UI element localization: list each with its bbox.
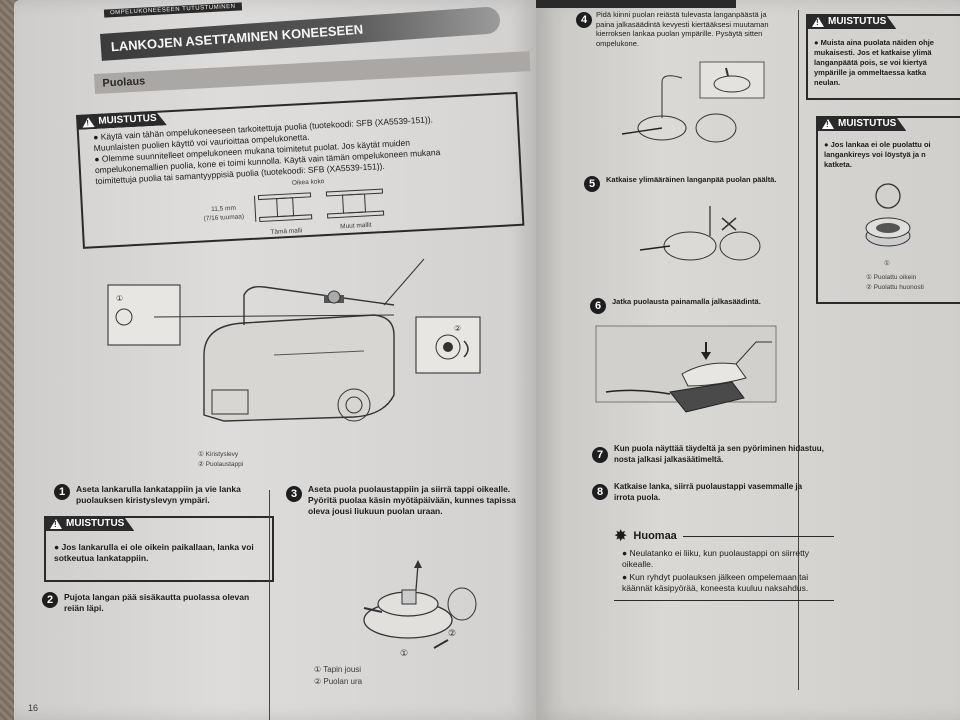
note-bullet: ● Kun ryhdyt puolauksen jälkeen ompelema… — [622, 572, 809, 593]
step-6-number: 6 — [590, 298, 606, 314]
warning-tag-label: MUISTUTUS — [66, 518, 125, 529]
side-warning-text: ● Jos lankaa ei ole puolattu oi langanki… — [824, 140, 931, 170]
warning-tag: MUISTUTUS — [44, 516, 135, 531]
bobbin-legend-2: ② Puolan ura — [314, 677, 363, 686]
side-legend-1: ① Puolattu oikein — [866, 274, 917, 281]
step-2-text: Pujota langan pää sisäkautta puolassa ol… — [64, 592, 250, 613]
right-page: 4 Pidä kiinni puolan reiästä tulevasta l… — [536, 0, 960, 720]
note-rule — [682, 535, 834, 537]
svg-text:①: ① — [116, 294, 123, 303]
warning-tag: MUISTUTUS — [806, 14, 897, 29]
note-title: Huomaa — [633, 530, 677, 542]
step-1-text: Aseta lankarulla lankatappiin ja vie lan… — [76, 484, 241, 505]
svg-text:②: ② — [448, 629, 456, 639]
sewing-machine-illustration: ① ② — [107, 258, 481, 422]
svg-text:②: ② — [454, 324, 461, 333]
side-warning-box-1: MUISTUTUS ● Muista aina puolata näiden o… — [806, 14, 960, 100]
section-header: OMPELUKONEESEEN TUTUSTUMINEN — [103, 2, 242, 18]
note-box: ✸ Huomaa ● Neulatanko ei liiku, kun puol… — [614, 526, 834, 601]
warning-tag-label: MUISTUTUS — [828, 16, 887, 27]
step-6-text: Jatka puolausta painamalla jalkasäädintä… — [612, 297, 761, 306]
warning-tag: MUISTUTUS — [76, 110, 167, 130]
step-3-text: Aseta puola puolaustappiin ja siirrä tap… — [308, 484, 516, 516]
side-warning-box-2: MUISTUTUS ● Jos lankaa ei ole puolattu o… — [816, 116, 960, 304]
step-2-number: 2 — [42, 592, 58, 608]
foot-pedal-illustration — [595, 325, 777, 413]
step-5-text: Katkaise ylimääräinen langanpää puolan p… — [606, 175, 777, 184]
step-4-text: Pidä kiinni puolan reiästä tulevasta lan… — [596, 10, 769, 48]
warning-triangle-icon — [812, 16, 824, 27]
left-page: OMPELUKONEESEEN TUTUSTUMINEN LANKOJEN AS… — [14, 0, 536, 720]
warning-spool-text: ● Jos lankarulla ei ole oikein paikallaa… — [54, 542, 254, 563]
step-7-number: 7 — [592, 447, 608, 463]
warning-triangle-icon — [822, 118, 834, 129]
cut-thread-illustration — [639, 206, 761, 261]
side-warning-line: langanpäätä pois, se voi kiertyä — [814, 58, 927, 67]
this-model-label: Tämä malli — [270, 227, 303, 236]
page-number: 16 — [28, 703, 39, 713]
header-bar — [536, 0, 736, 8]
warning-triangle-icon — [82, 117, 95, 128]
step-1-number: 1 — [54, 484, 70, 500]
side-warning-line: ympärille ja ommeltaessa katka — [814, 68, 927, 77]
warning-tag-label: MUISTUTUS — [838, 118, 897, 129]
step-3-number: 3 — [286, 486, 302, 502]
side-warning-line: ● Muista aina puolata näiden ohje — [814, 38, 934, 47]
warning-tag: MUISTUTUS — [816, 116, 907, 131]
side-warning-line: neulan. — [814, 78, 841, 87]
side-legend-2: ② Puolattu huonosti — [866, 284, 924, 291]
section-subtitle: Puolaus — [94, 51, 531, 94]
note-bottom-rule — [614, 600, 834, 601]
svg-text:①: ① — [400, 649, 408, 659]
column-divider — [269, 490, 270, 720]
other-models-label: Muut mallit — [340, 221, 372, 231]
bobbin-on-winder-illustration: ① ② — [363, 560, 477, 659]
side-warning-line: ● Jos lankaa ei ole puolattu oi — [824, 140, 931, 149]
side-warning-line: mukaisesti. Jos et katkaise ylimä — [814, 48, 932, 57]
bobbin-wound-correct-illustration — [865, 183, 911, 247]
column-divider — [798, 10, 799, 690]
note-sparkle-icon: ✸ — [614, 528, 628, 545]
step-8-text: Katkaise lanka, siirrä puolaustappi vase… — [614, 482, 803, 502]
bobbin-dimension: 11,5 mm — [210, 204, 237, 214]
step-5-number: 5 — [584, 176, 600, 192]
warning-tag-label: MUISTUTUS — [98, 112, 157, 127]
hold-thread-illustration — [621, 61, 765, 143]
step-4-number: 4 — [576, 12, 592, 28]
bobbin-size-title: Oikea koko — [291, 178, 325, 187]
bobbin-dimension-inch: (7/16 tuumaa) — [203, 213, 245, 223]
note-bullet: ● Neulatanko ei liiku, kun puolaustappi … — [622, 548, 810, 569]
warning-triangle-icon — [50, 518, 62, 529]
bobbin-size-diagram — [253, 188, 385, 223]
side-warning-line: katketa. — [824, 160, 852, 169]
bobbin-legend-1: ① Tapin jousi — [314, 665, 362, 674]
machine-legend-2: ② Puolaustappi — [198, 461, 244, 468]
step-7-text: Kun puola näyttää täydeltä ja sen pyörim… — [614, 444, 824, 464]
machine-legend-1: ① Kiristyslevy — [198, 451, 239, 458]
side-warning-line: langankireys voi löystyä ja n — [824, 150, 926, 159]
warning-box-spool: MUISTUTUS ● Jos lankarulla ei ole oikein… — [44, 516, 274, 582]
side-marker: ① — [884, 260, 890, 267]
step-8-number: 8 — [592, 484, 608, 500]
note-header: ✸ Huomaa — [614, 526, 834, 546]
side-warning-text: ● Muista aina puolata näiden ohje mukais… — [814, 38, 934, 88]
warning-box-bobbins: MUISTUTUS ● Käytä vain tähän ompelukonee… — [76, 91, 525, 249]
